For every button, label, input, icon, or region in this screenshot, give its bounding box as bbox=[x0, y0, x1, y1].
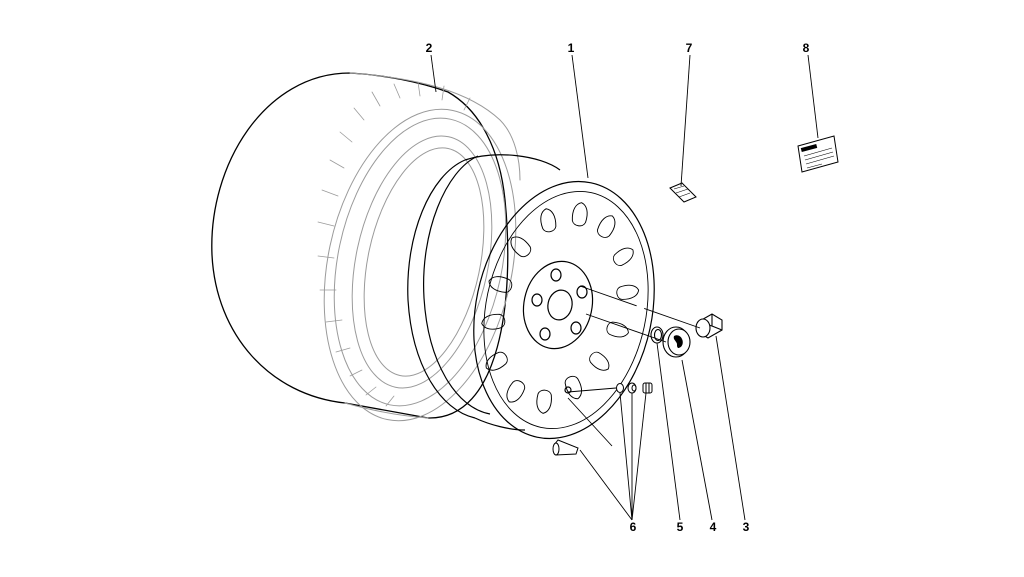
valve-parts bbox=[552, 382, 653, 456]
leader-lines bbox=[430, 54, 819, 521]
balance-weight bbox=[669, 182, 697, 203]
prancing-horse-icon bbox=[673, 335, 683, 348]
wheel-rim-lip bbox=[483, 190, 649, 430]
tyre-pressure-label bbox=[797, 135, 839, 173]
tyre bbox=[211, 72, 521, 422]
hub-cap bbox=[662, 326, 691, 358]
rim-barrel bbox=[407, 154, 561, 431]
wheel-face bbox=[473, 180, 655, 440]
callout-1: 1 bbox=[567, 41, 575, 55]
callout-7: 7 bbox=[685, 41, 693, 55]
tyre-outer-outline bbox=[211, 72, 509, 419]
callout-3: 3 bbox=[742, 520, 750, 534]
callout-2: 2 bbox=[425, 41, 433, 55]
callout-6: 6 bbox=[629, 520, 637, 534]
wheel-bolt bbox=[695, 313, 723, 339]
callout-8: 8 bbox=[802, 41, 810, 55]
callout-5: 5 bbox=[676, 520, 684, 534]
wheel-hub bbox=[522, 260, 594, 350]
wheel-rim-outer bbox=[473, 180, 655, 440]
bolt-holes bbox=[531, 268, 588, 341]
callout-4: 4 bbox=[709, 520, 717, 534]
